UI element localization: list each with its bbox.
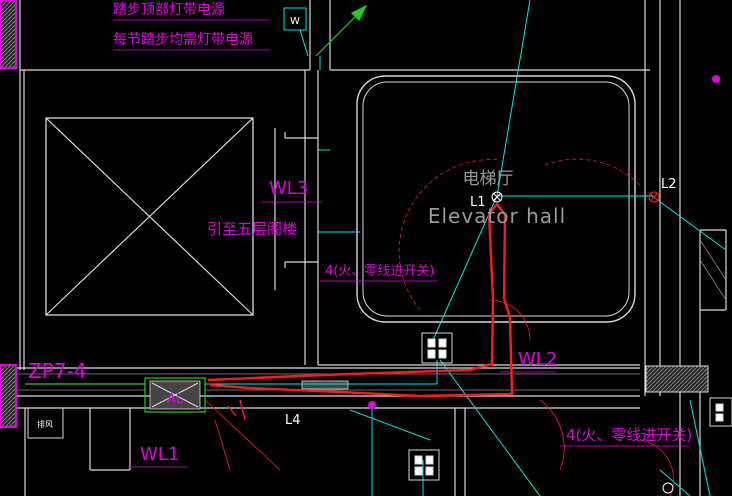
cyan-wiring — [205, 0, 727, 496]
zp-label: ZP7-4 — [28, 359, 86, 383]
l4-label: L4 — [285, 413, 301, 428]
al-label: AL — [167, 392, 184, 407]
switch-box-hall — [421, 332, 453, 364]
w-box-label: W — [290, 16, 300, 27]
l1-label: L1 — [470, 195, 486, 210]
magenta-dots — [368, 75, 720, 409]
note-line-2: 每节踏步均需灯带电源 — [113, 32, 253, 48]
wire4-left-label: 4(火、零线进开关) — [325, 264, 434, 279]
switch-box-right — [709, 397, 732, 427]
light-l1-icon — [491, 191, 503, 203]
wl1-label: WL1 — [140, 444, 179, 465]
hatch-blocks — [0, 0, 709, 428]
wl3-label: WL3 — [269, 178, 308, 199]
elevator-hall-outline — [356, 75, 636, 323]
red-wiring — [204, 158, 674, 496]
room-name-cn: 电梯厅 — [463, 169, 514, 189]
pipe-box: 排风 — [27, 407, 64, 439]
light-bottom-icon — [662, 482, 674, 494]
switch-box-bottom — [408, 449, 440, 481]
room-name-en: Elevator hall — [428, 204, 566, 228]
w-box: W — [283, 7, 307, 31]
note-line-1: 踏步顶部灯带电源 — [113, 2, 225, 18]
l2-label: L2 — [661, 177, 677, 192]
light-l2-icon — [648, 191, 660, 203]
wl2-label: WL2 — [518, 349, 557, 370]
wl3-note: 引至五层阁楼 — [207, 220, 297, 238]
al-panel: AL — [149, 380, 201, 410]
wire4-right-label: 4(火、零线进开关) — [566, 426, 692, 444]
green-elements — [25, 4, 368, 413]
pipe-label: 排风 — [37, 419, 53, 429]
